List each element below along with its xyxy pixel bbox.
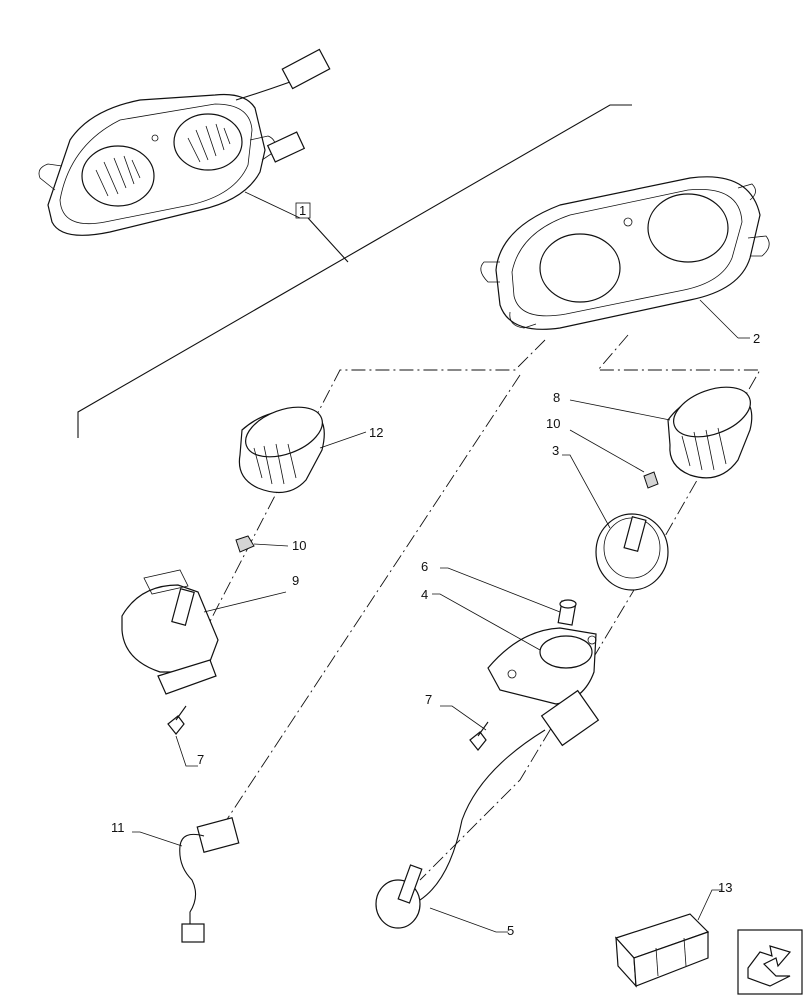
callout-1: 1 — [299, 203, 306, 218]
part-10-clips — [235, 429, 659, 553]
part-8-knob — [569, 386, 753, 479]
callout-10-right: 10 — [546, 416, 560, 431]
part-2-housing — [480, 176, 770, 339]
kit-box-icon — [614, 889, 722, 988]
assembled-console — [38, 48, 331, 236]
callout-11: 11 — [111, 820, 125, 835]
part-3-rotary-base — [562, 454, 669, 591]
callout-9: 9 — [292, 573, 299, 588]
callout-13: 13 — [718, 880, 732, 895]
part-7-screws — [167, 705, 489, 767]
callout-4: 4 — [421, 587, 428, 602]
part-9-switch — [121, 569, 287, 695]
callout-3: 3 — [552, 443, 559, 458]
part-6-pin — [440, 567, 577, 626]
callout-labels: 1 2 3 4 5 6 7 7 8 9 10 10 11 12 13 — [111, 202, 760, 938]
callout-10-left: 10 — [292, 538, 306, 553]
assembly-bracket — [77, 104, 632, 438]
callout-7-right: 7 — [425, 692, 432, 707]
callout-6: 6 — [421, 559, 428, 574]
callout-8: 8 — [553, 390, 560, 405]
part-12-knob — [238, 406, 367, 494]
part-11-harness — [132, 817, 240, 943]
callout-5: 5 — [507, 923, 514, 938]
part-4-mount — [432, 593, 597, 705]
callout-7-left: 7 — [197, 752, 204, 767]
part-5-sensor — [375, 689, 600, 933]
callout-2: 2 — [753, 331, 760, 346]
callout-12: 12 — [369, 425, 383, 440]
return-arrow-icon[interactable] — [737, 929, 803, 995]
assembly-axes — [189, 334, 761, 881]
